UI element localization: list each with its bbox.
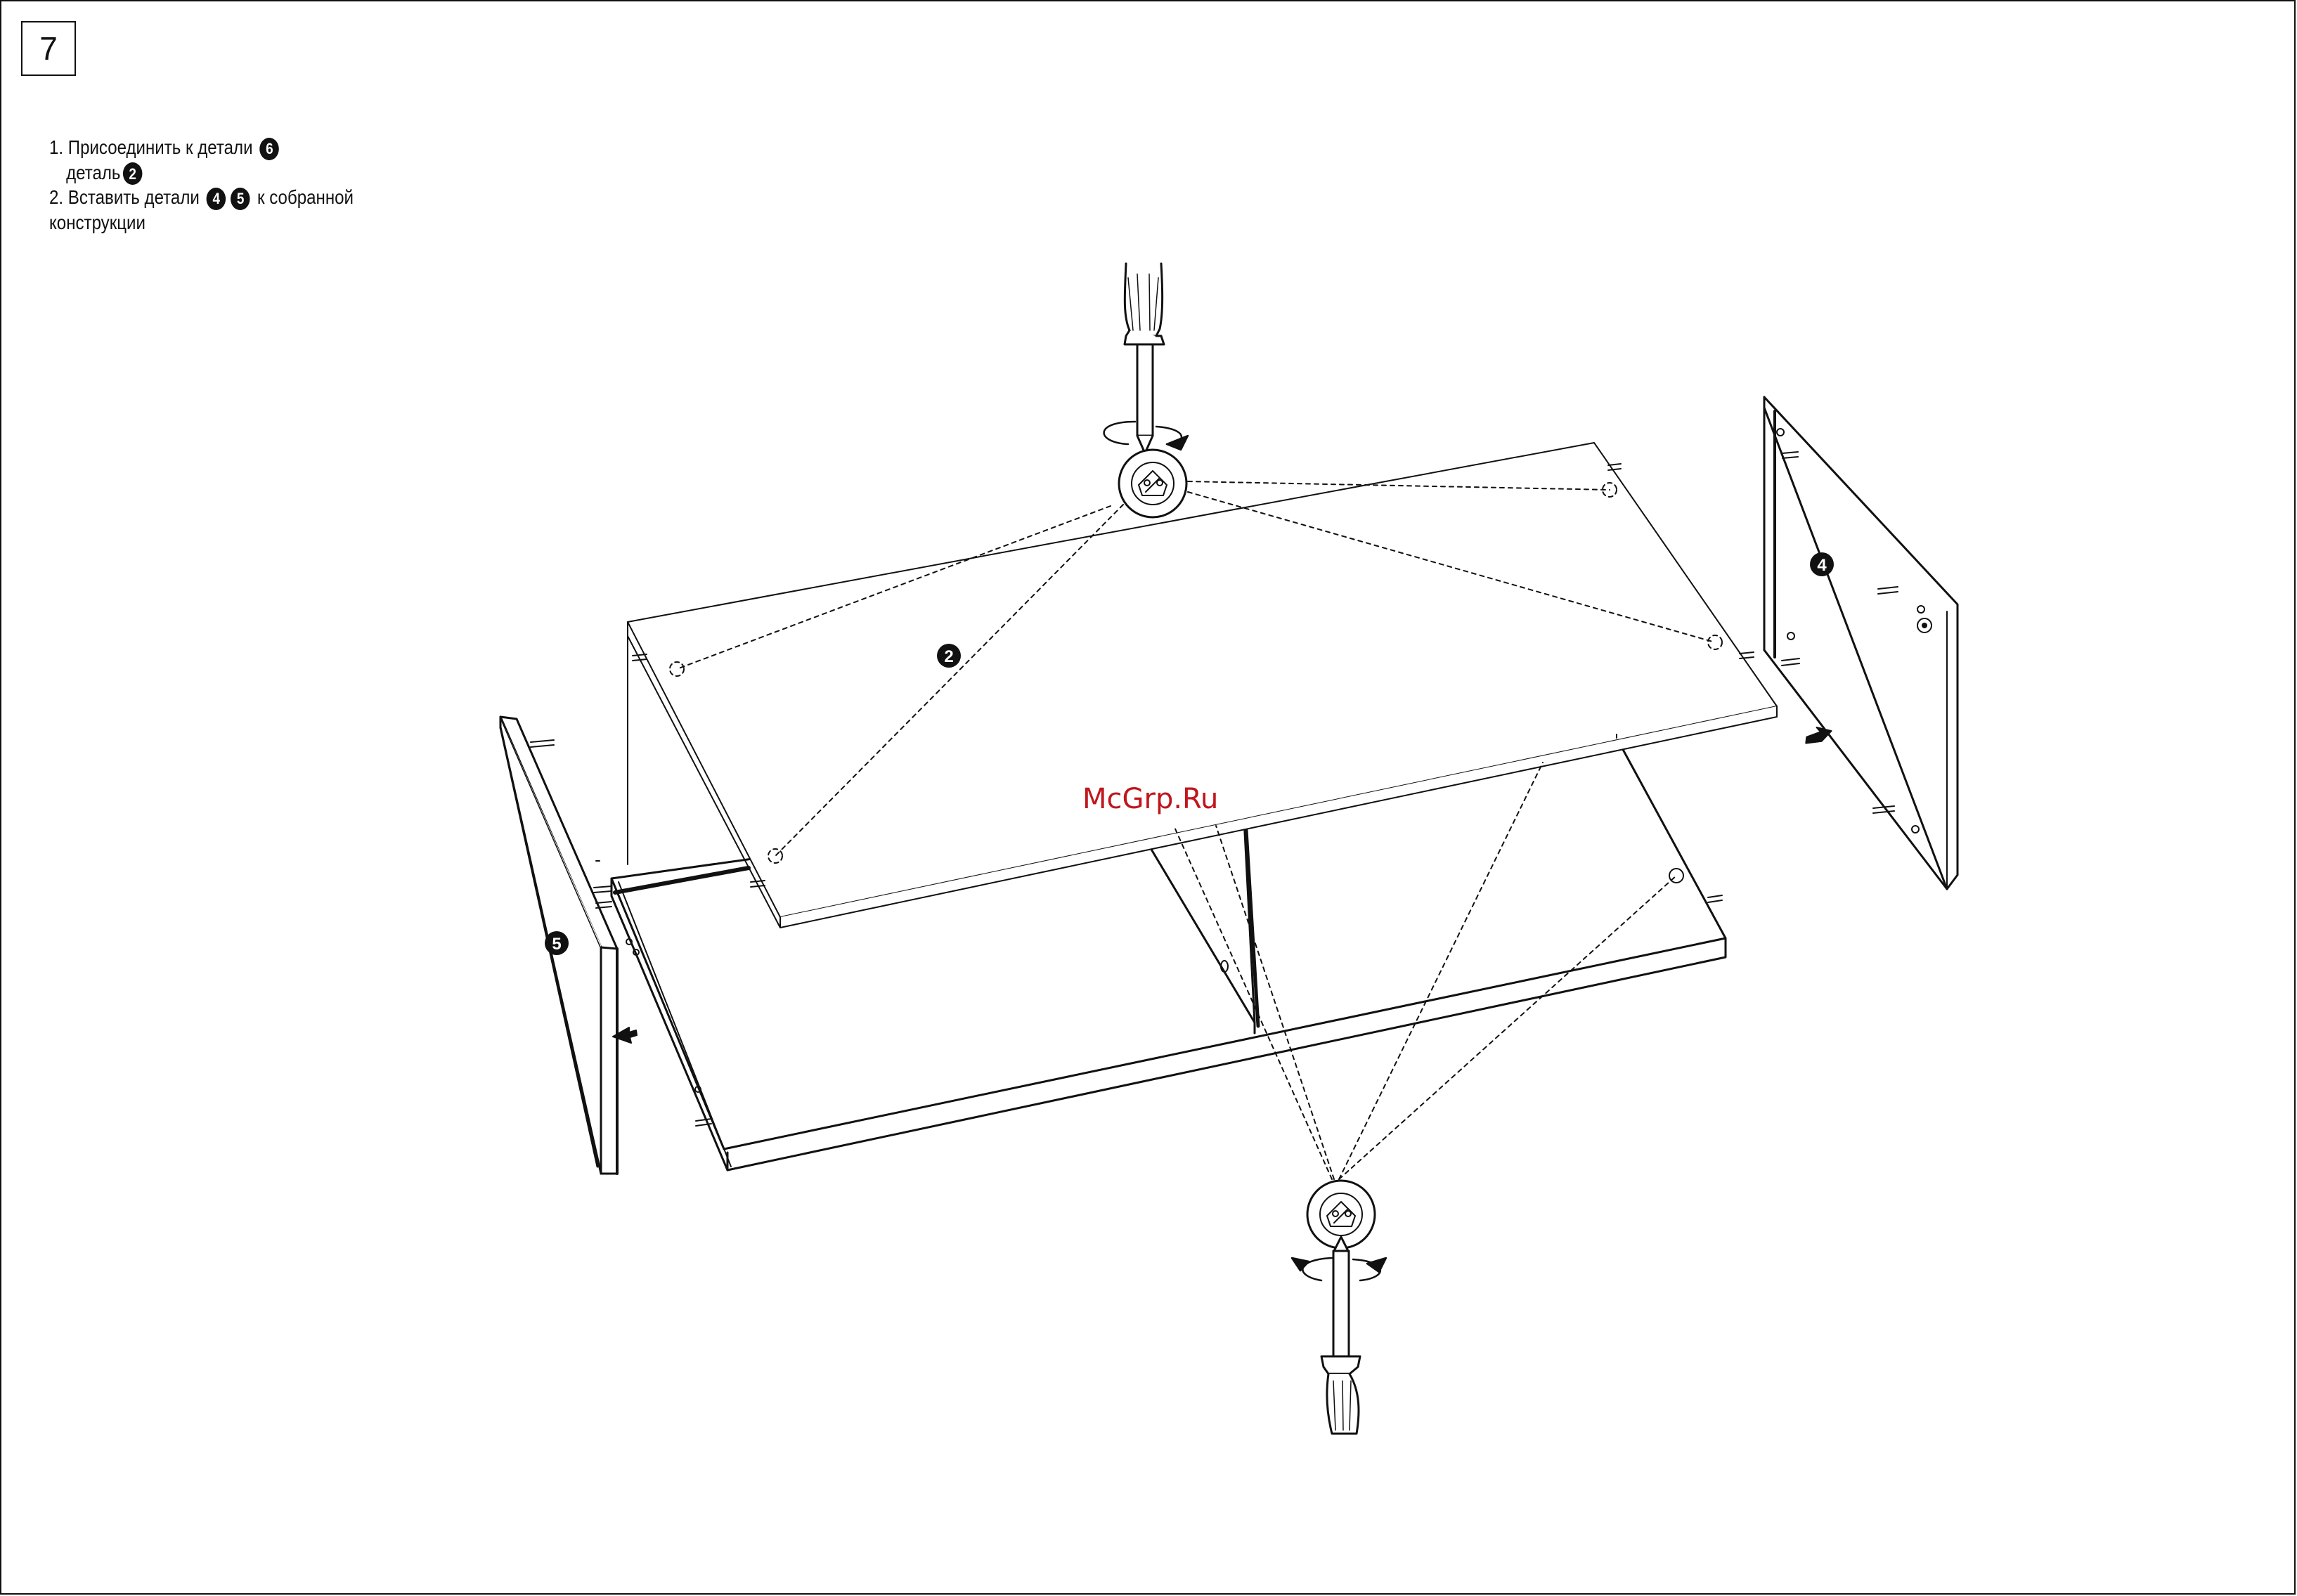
part-label-4: 4 — [1810, 552, 1834, 576]
part-label-2: 2 — [937, 644, 961, 668]
top-screwdriver-icon — [1125, 264, 1164, 453]
part-label-4-text: 4 — [1817, 556, 1827, 575]
watermark: McGrp.Ru — [1082, 783, 1218, 815]
bottom-screwdriver-icon — [1321, 1237, 1360, 1434]
right-side-panel — [1764, 397, 1958, 889]
top-cam-lock-icon — [1119, 450, 1186, 517]
part-label-5: 5 — [545, 931, 569, 955]
part-label-5-text: 5 — [552, 935, 561, 954]
part-label-2-text: 2 — [944, 647, 953, 666]
